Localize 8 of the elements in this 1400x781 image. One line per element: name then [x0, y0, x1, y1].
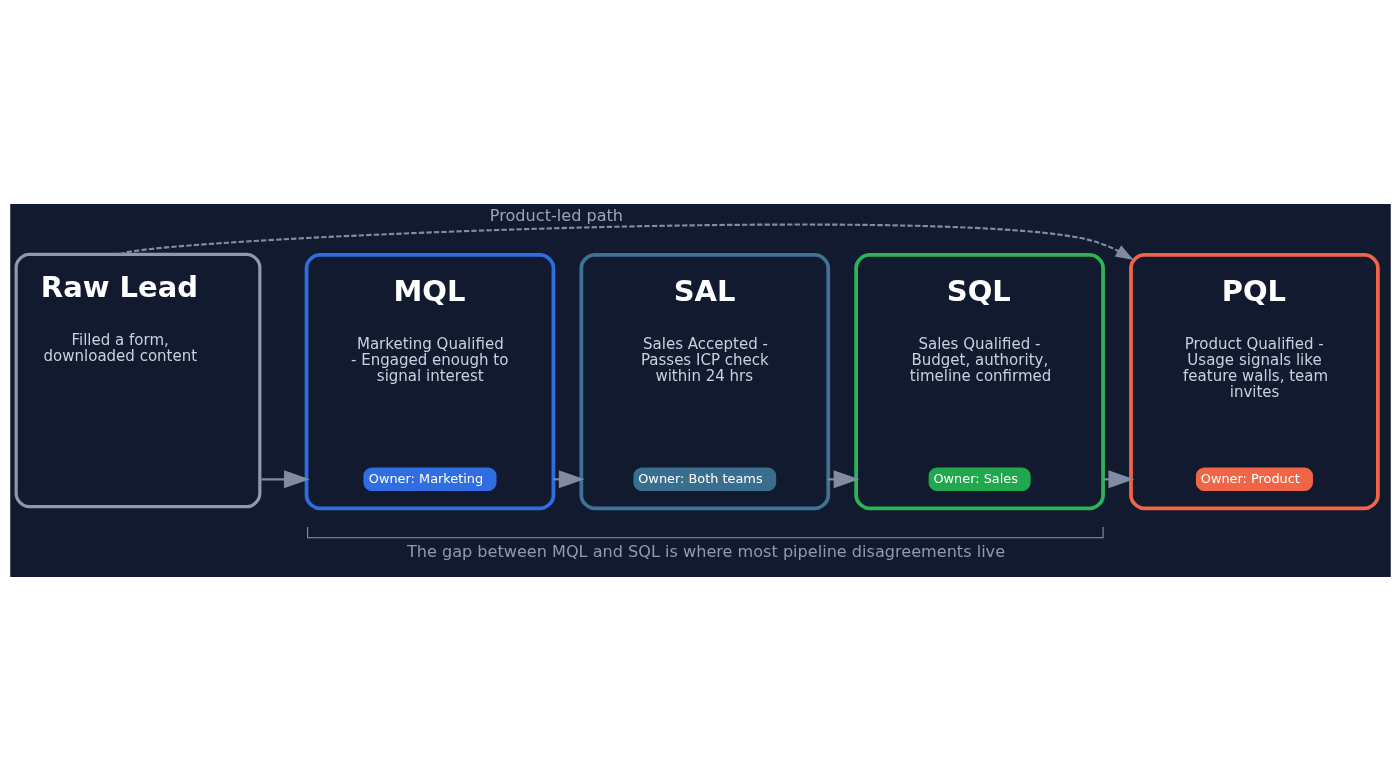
arrow	[552, 470, 585, 489]
edge-label: Product-led path	[489, 206, 623, 226]
arrow	[118, 223, 1134, 261]
arrow	[260, 470, 310, 489]
arrow	[1102, 470, 1134, 489]
node-box: Raw Lead Filled a form, downloaded content	[14, 252, 261, 509]
label: The gap between MQL and SQL is where most pipeline disagreements live	[406, 542, 1005, 562]
arrow	[827, 470, 859, 489]
